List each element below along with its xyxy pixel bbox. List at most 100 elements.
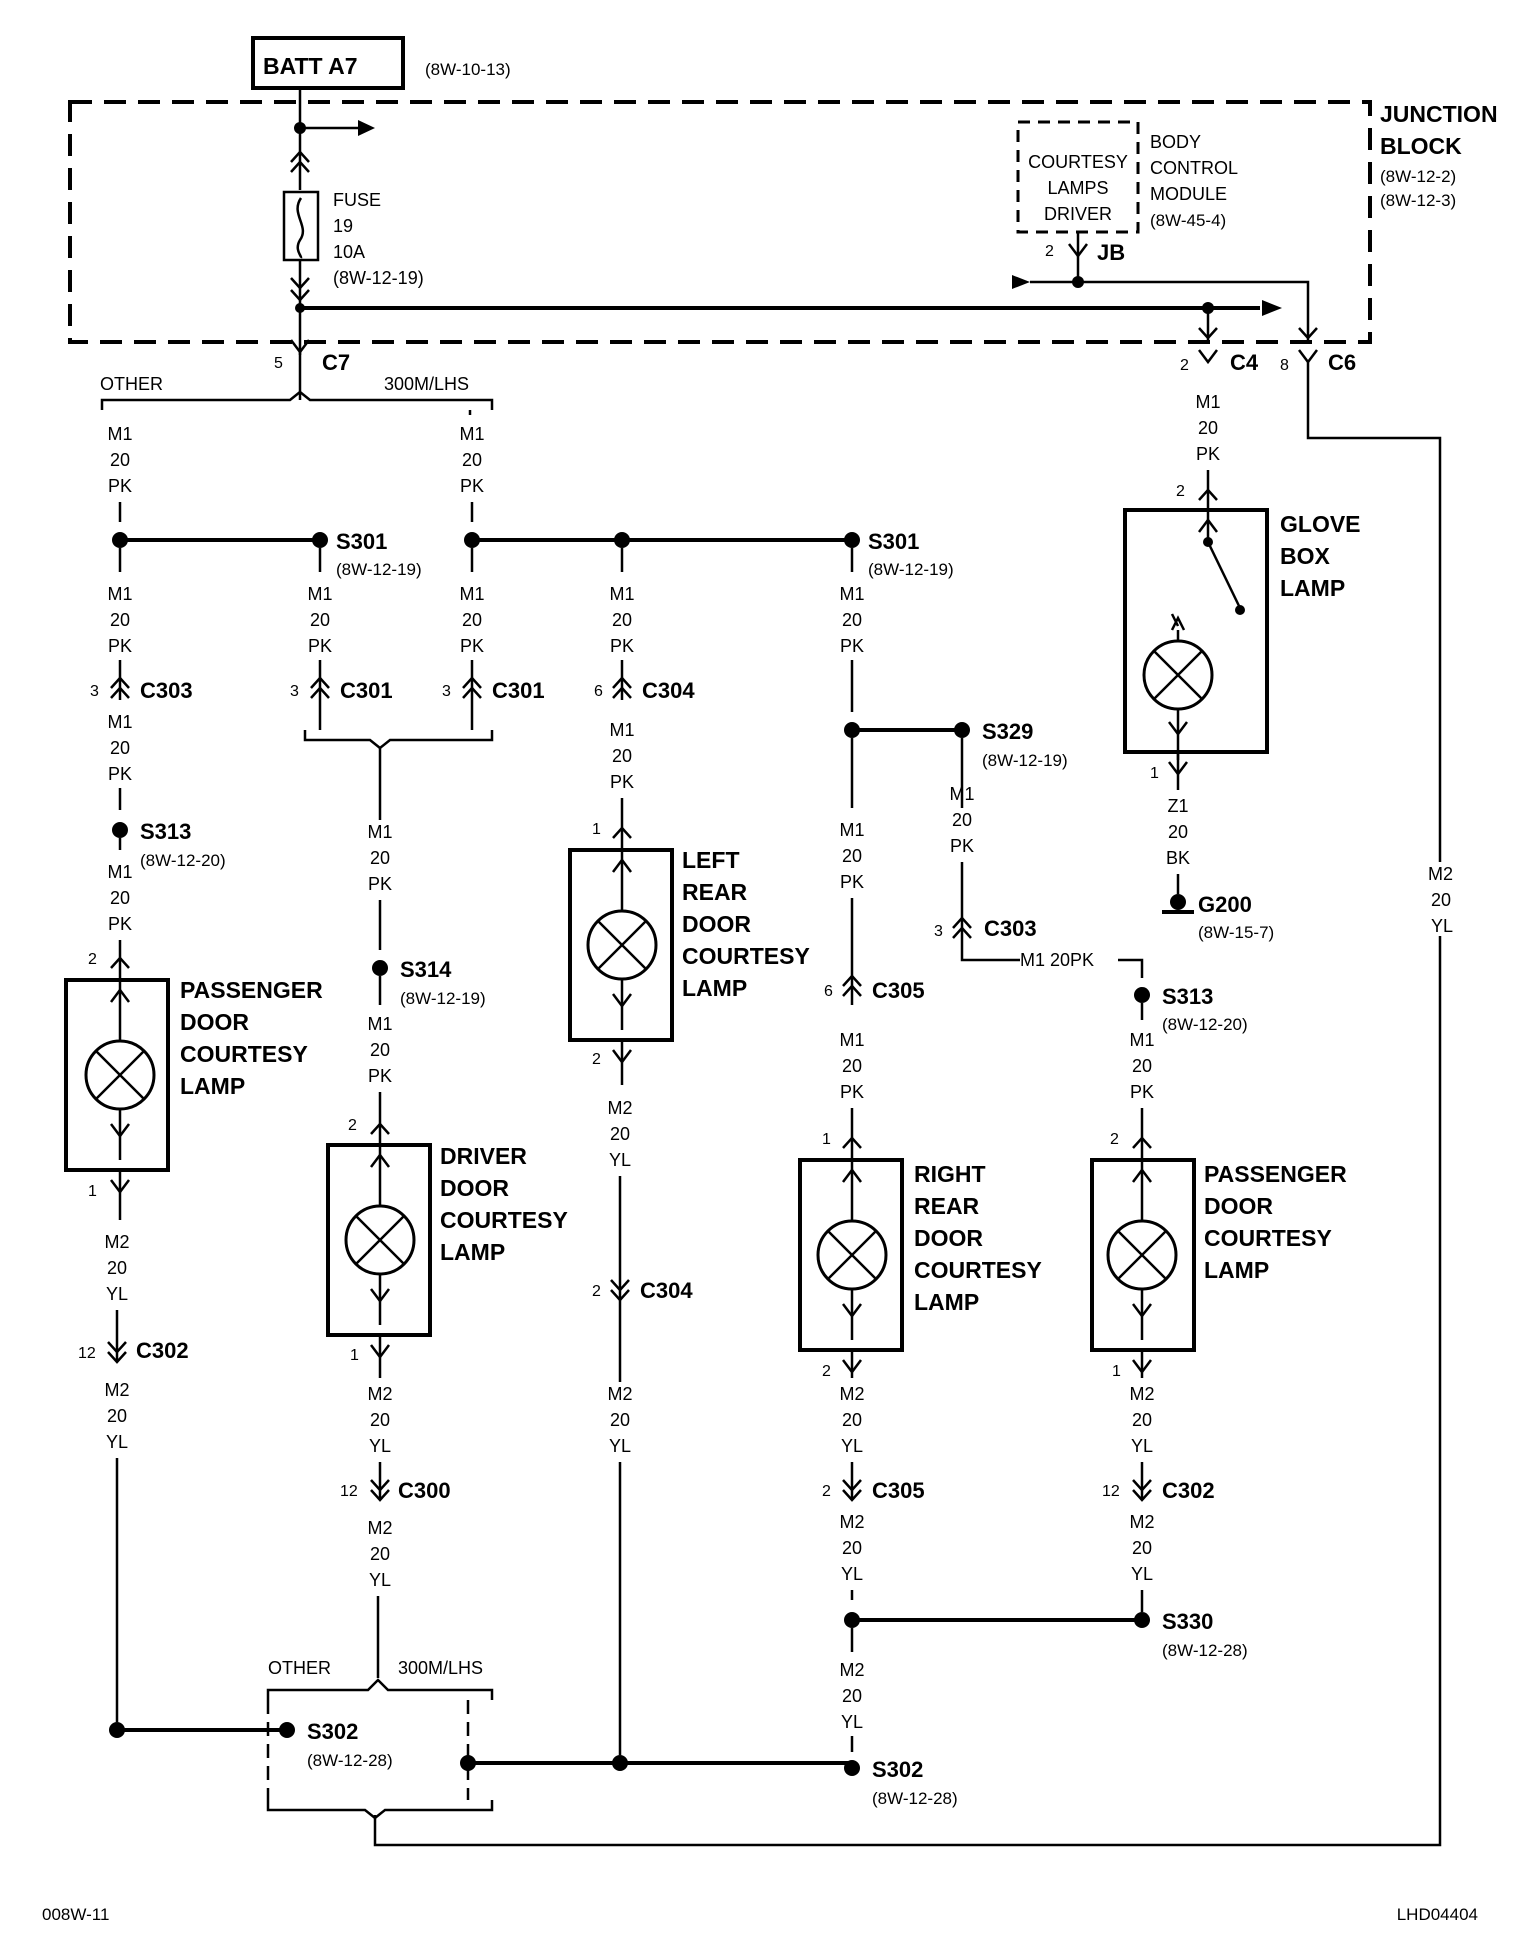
svg-text:PK: PK [1130, 1082, 1154, 1102]
wire-col-right-rear-3: M1 20 PK [839, 1030, 864, 1102]
svg-text:M2: M2 [1129, 1384, 1154, 1404]
rr-lamp-l5: LAMP [914, 1289, 979, 1315]
svg-text:M1: M1 [839, 820, 864, 840]
fuse-element [296, 197, 305, 259]
pass-lamp-right-l2: DOOR [1204, 1193, 1273, 1219]
svg-text:20: 20 [110, 610, 130, 630]
pass-lamp-left-pin2: 2 [88, 951, 97, 968]
splice-s302-right: S302 [872, 1757, 923, 1782]
svg-text:20: 20 [370, 1040, 390, 1060]
svg-text:M1: M1 [839, 584, 864, 604]
svg-text:20: 20 [110, 888, 130, 908]
svg-text:YL: YL [841, 1436, 863, 1456]
splice-dot-s314 [372, 960, 388, 976]
svg-text:M2: M2 [104, 1232, 129, 1252]
wire-col-right-rear-1: M1 20 PK [839, 584, 864, 656]
svg-text:M1: M1 [107, 712, 132, 732]
splice-s301-right: S301 [868, 529, 919, 554]
svg-text:YL: YL [841, 1712, 863, 1732]
splice-s313-right: S313 [1162, 984, 1213, 1009]
fuse-number: 19 [333, 216, 353, 236]
svg-text:M1: M1 [1195, 392, 1220, 412]
svg-text:M1: M1 [839, 1030, 864, 1050]
branch-other-bottom: OTHER [268, 1658, 331, 1678]
glove-lamp-pin1: 1 [1150, 765, 1159, 782]
svg-text:M2: M2 [1129, 1512, 1154, 1532]
svg-text:PK: PK [368, 874, 392, 894]
jb-pin: 2 [1045, 243, 1054, 260]
svg-text:PK: PK [1196, 444, 1220, 464]
svg-text:YL: YL [609, 1436, 631, 1456]
wire-col-glove-1: M1 20 PK [1195, 392, 1220, 464]
svg-text:BK: BK [1166, 848, 1190, 868]
svg-text:YL: YL [106, 1284, 128, 1304]
svg-text:M2: M2 [367, 1518, 392, 1538]
glove-lamp-l3: LAMP [1280, 575, 1345, 601]
return-wire-gauge-label: 20 [1431, 890, 1451, 910]
battery-label: BATT A7 [263, 53, 358, 79]
glove-lamp-l1: GLOVE [1280, 511, 1361, 537]
svg-text:20: 20 [842, 846, 862, 866]
svg-text:20: 20 [842, 1538, 862, 1558]
lr-lamp-l5: LAMP [682, 975, 747, 1001]
junction-block-name-1: JUNCTION [1380, 101, 1498, 127]
svg-text:20: 20 [107, 1406, 127, 1426]
wire-col-left-2: M1 20 PK [107, 584, 132, 656]
return-wire-color-label: YL [1431, 916, 1453, 936]
splice-s301-right-ref: (8W-12-19) [868, 560, 954, 579]
svg-text:YL: YL [841, 1564, 863, 1584]
svg-text:PK: PK [108, 914, 132, 934]
c304-top-pin: 6 [594, 683, 603, 700]
svg-text:M2: M2 [607, 1384, 632, 1404]
pass-lamp-left-l2: DOOR [180, 1009, 249, 1035]
splice-s301-left: S301 [336, 529, 387, 554]
connector-c301-left: C301 [340, 678, 393, 703]
svg-text:20: 20 [1198, 418, 1218, 438]
rr-lamp-pin1: 1 [822, 1131, 831, 1148]
glove-lamp-l2: BOX [1280, 543, 1331, 569]
c303-left-pin: 3 [90, 683, 99, 700]
c301-right-pin: 3 [442, 683, 451, 700]
driver-lamp-l3: COURTESY [440, 1207, 568, 1233]
svg-text:PK: PK [950, 836, 974, 856]
connector-c305-bottom: C305 [872, 1478, 925, 1503]
wire-col-s329: M1 20 PK [949, 784, 974, 856]
svg-text:PK: PK [460, 476, 484, 496]
pass-lamp-right-l1: PASSENGER [1204, 1161, 1347, 1187]
bcm-name-1: BODY [1150, 132, 1201, 152]
driver-lamp-pin2: 2 [348, 1117, 357, 1134]
pass-lamp-left-l3: COURTESY [180, 1041, 308, 1067]
pass-lamp-right-pin2: 2 [1110, 1131, 1119, 1148]
connector-jb: JB [1097, 240, 1125, 265]
splice-s313-right-ref: (8W-12-20) [1162, 1015, 1248, 1034]
svg-text:20: 20 [462, 610, 482, 630]
branch-lhs-top: 300M/LHS [384, 374, 469, 394]
branch-lhs-bottom: 300M/LHS [398, 1658, 483, 1678]
fuse-top-connector [290, 150, 310, 173]
connector-c4: C4 [1230, 350, 1259, 375]
svg-text:PK: PK [840, 636, 864, 656]
ground-icon [1170, 894, 1186, 910]
splice-s314: S314 [400, 957, 452, 982]
svg-text:M2: M2 [607, 1098, 632, 1118]
c7-pin: 5 [274, 355, 283, 372]
wire-col-driver-3: M2 20 YL [367, 1384, 392, 1456]
bcm-ref: (8W-45-4) [1150, 211, 1226, 230]
svg-text:M2: M2 [367, 1384, 392, 1404]
svg-text:M1: M1 [609, 720, 634, 740]
lr-lamp-pin1: 1 [592, 821, 601, 838]
wire-col-right-rear-6: M2 20 YL [839, 1660, 864, 1732]
junction-block-outline [68, 100, 1372, 344]
svg-text:20: 20 [110, 450, 130, 470]
battery-ref: (8W-10-13) [425, 60, 511, 79]
connector-c304-bottom: C304 [640, 1278, 693, 1303]
svg-text:M1: M1 [367, 822, 392, 842]
c301-merge-bracket [303, 730, 494, 750]
ground-g200: G200 [1198, 892, 1252, 917]
pass-lamp-left-l4: LAMP [180, 1073, 245, 1099]
splice-s329: S329 [982, 719, 1033, 744]
wire-col-right-rear-4: M2 20 YL [839, 1384, 864, 1456]
svg-text:20: 20 [842, 1410, 862, 1430]
lower-branch-bracket-bottom [266, 1800, 494, 1820]
wire-col-left-rear-4: M2 20 YL [607, 1384, 632, 1456]
